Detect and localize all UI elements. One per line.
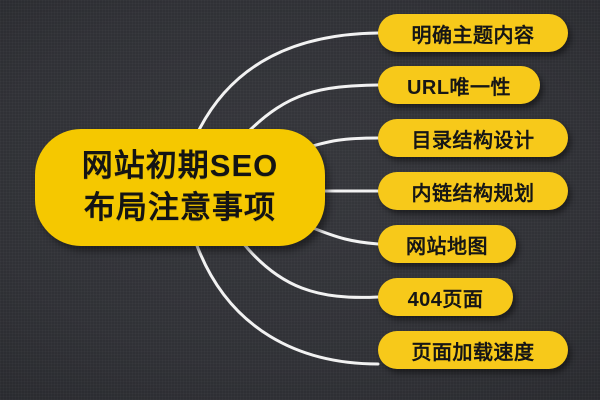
branch-label: 网站地图 [406,235,488,258]
branch-node-5[interactable]: 404页面 [378,278,513,316]
central-topic-line-2: 布局注意事项 [84,190,276,225]
central-topic-line-1: 网站初期SEO [81,148,279,184]
branch-node-3[interactable]: 内链结构规划 [378,172,568,210]
branch-node-4[interactable]: 网站地图 [378,225,516,263]
connector-line-5 [241,241,380,299]
connector-line-6 [194,241,380,366]
branch-label: URL唯一性 [406,76,512,99]
central-topic-node[interactable]: 网站初期SEO 布局注意事项 [35,129,325,246]
branch-node-2[interactable]: 目录结构设计 [378,119,568,157]
branch-label: 目录结构设计 [411,129,535,152]
connector-line-4 [311,226,380,246]
connector-line-1 [245,83,380,135]
connector-line-0 [194,31,380,138]
branch-node-1[interactable]: URL唯一性 [378,66,540,104]
branch-label: 404页面 [407,288,484,311]
branch-label: 页面加载速度 [411,341,535,364]
branch-label: 明确主题内容 [411,24,535,47]
branch-node-0[interactable]: 明确主题内容 [378,14,568,52]
branch-label: 内链结构规划 [411,182,535,205]
branch-node-6[interactable]: 页面加载速度 [378,331,568,369]
